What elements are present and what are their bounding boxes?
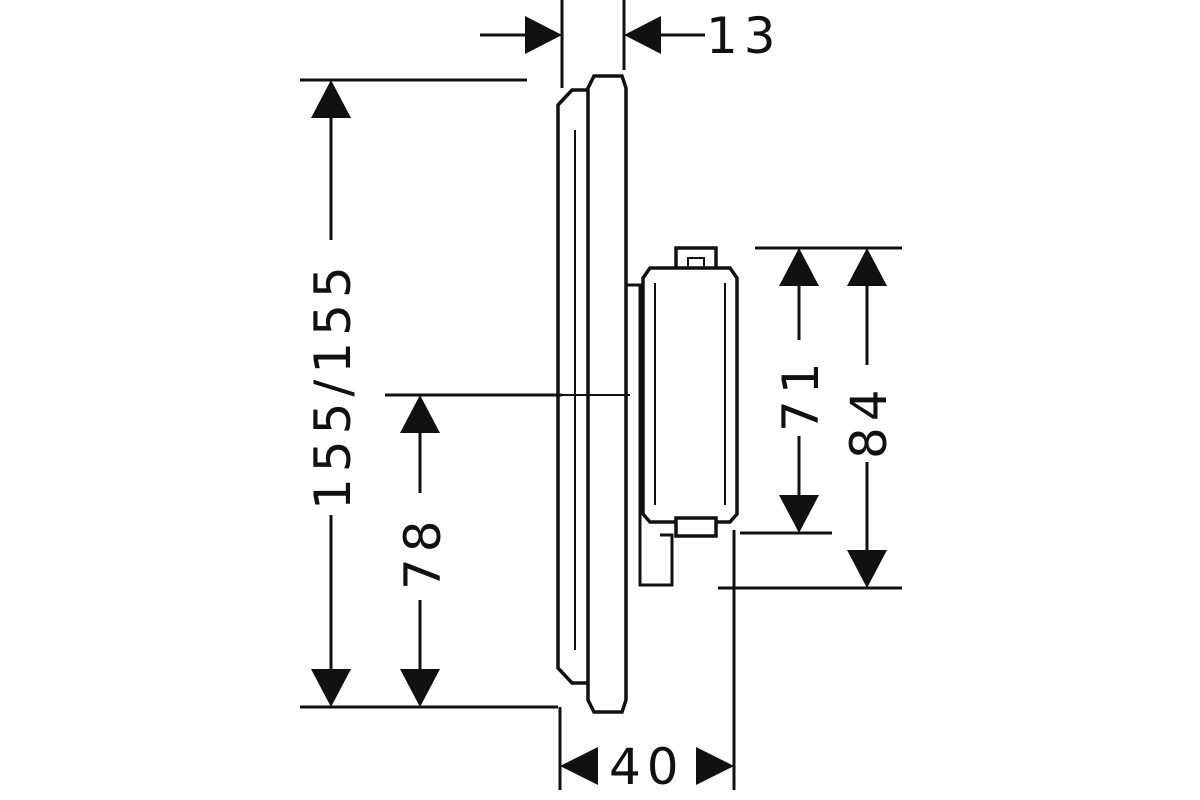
dimension-label-center-height: 78 xyxy=(394,514,452,590)
valve-body xyxy=(626,246,739,587)
dimension-body-height-inner: 71 xyxy=(740,246,902,535)
dimension-label-total-depth: 40 xyxy=(609,738,685,796)
dimension-label-body-height-inner: 71 xyxy=(772,356,830,432)
cover-plate xyxy=(556,74,630,714)
dimension-plate-thickness: 13 xyxy=(480,0,782,88)
dimension-label-total-height: 155/155 xyxy=(304,260,362,510)
dimension-label-plate-thickness: 13 xyxy=(706,7,782,65)
dimension-label-body-height-outer: 84 xyxy=(840,383,898,459)
dimension-center-height: 78 xyxy=(385,393,562,707)
dimension-body-height-outer: 84 xyxy=(718,248,902,590)
dimension-total-depth: 40 xyxy=(558,530,736,796)
dimension-total-height: 155/155 xyxy=(300,78,558,709)
